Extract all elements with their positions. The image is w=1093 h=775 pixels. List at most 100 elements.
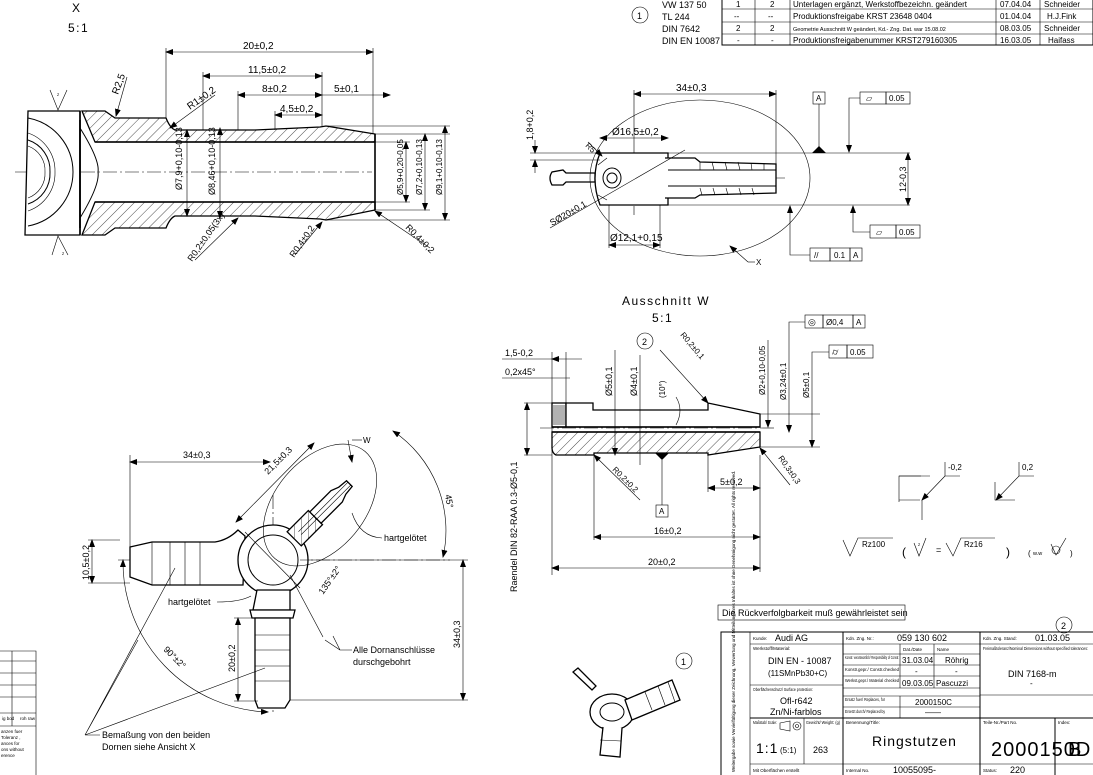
- dim-r0-2-b: R0,2±0,2: [611, 465, 641, 495]
- dim-r0-3: R0,3±0,3: [776, 454, 802, 486]
- dim-dia-16-5: Ø16,5±0,2: [612, 127, 659, 138]
- tolerance-minus: -0,2: [948, 463, 962, 472]
- detail-w-marker: W: [363, 436, 371, 445]
- general-tolerance: DIN 7168-m: [1008, 669, 1057, 679]
- datum-a-label: A: [816, 94, 822, 103]
- svg-text:-: -: [915, 667, 918, 676]
- parallelism-callout: // 0.1 A: [787, 205, 863, 262]
- surface-symbols: -0,2 0,2 Rz100 ( z = Rz16 ) ( w.w ): [842, 462, 1073, 559]
- svg-text:-: -: [1030, 679, 1033, 688]
- dim-1-5: 1,5-0,2: [505, 348, 533, 358]
- svg-text:H.J.Fink: H.J.Fink: [1047, 12, 1077, 21]
- svg-text:16.03.05: 16.03.05: [1000, 36, 1032, 45]
- svg-text:0.05: 0.05: [850, 348, 866, 357]
- dim-angle-45: 45°: [443, 494, 455, 510]
- dim-8: 8±0,2: [262, 84, 287, 95]
- svg-text:1: 1: [736, 0, 741, 9]
- detail-w-scale: 5:1: [652, 311, 673, 325]
- svg-text:Konstr. verantwortlich/ Respon: Konstr. verantwortlich/ Responsibility o…: [845, 655, 899, 660]
- top-view: 34±0,3 21,5±0,3 45° 10,5±0,2 135°±2° 90°…: [81, 430, 468, 752]
- dim-dia-8-46: Ø8,46+0,10-0,13: [207, 127, 217, 195]
- detail-w-title: Ausschnitt W: [622, 294, 710, 308]
- roughness-rz16: Rz16: [964, 540, 983, 549]
- dim-dia-5: Ø5±0,1: [604, 367, 614, 396]
- dim-20-top: 20±0,2: [227, 645, 237, 672]
- dim-4-5: 4,5±0,2: [280, 104, 314, 115]
- parallel-datum: A: [853, 251, 859, 260]
- material-grade: (11SMnPb30+C): [768, 669, 828, 678]
- side-view: X 34±0,3 Ø16,5±0,2 Ø12,1+0,15 SØ20±0,1 R…: [525, 83, 921, 267]
- svg-text:31.03.04: 31.03.04: [902, 656, 934, 665]
- note-dimension-1: Bemaßung von den beiden: [102, 730, 210, 740]
- view-x-scale: 5:1: [68, 21, 89, 35]
- svg-text:Index:: Index:: [1058, 720, 1070, 725]
- dim-dia-4: Ø4±0,1: [629, 367, 639, 396]
- surface-ww: w.w: [1032, 551, 1042, 557]
- view-x-title: X: [72, 1, 82, 15]
- dim-dia-5-9: Ø5,9+0,20-0,05: [396, 139, 405, 195]
- flatness-icon: ⏥: [876, 228, 883, 237]
- note-drilled-2: durschgebohrt: [353, 657, 411, 667]
- detail-x-label: X: [756, 258, 762, 267]
- svg-text:01.04.04: 01.04.04: [1000, 12, 1032, 21]
- svg-text:Kunde:: Kunde:: [753, 636, 767, 641]
- dim-34-top: 34±0,3: [183, 450, 210, 460]
- dim-angle-10: (10°): [658, 380, 667, 398]
- svg-text:Kdn. Zng. Stand:: Kdn. Zng. Stand:: [983, 636, 1017, 641]
- detail-w: Ausschnitt W 5:1 2 A ◎ Ø0,4 A ⌭ 0.05: [502, 294, 874, 592]
- cylindricity-icon: ⌭: [832, 347, 839, 357]
- parallel-icon: //: [814, 251, 819, 260]
- dim-20-w: 20±0,2: [648, 557, 675, 567]
- svg-text:07.04.04: 07.04.04: [1000, 0, 1032, 9]
- svg-text:Teile-Nr./Part No.: Teile-Nr./Part No.: [983, 720, 1017, 725]
- dim-5: 5±0,2: [720, 477, 742, 487]
- scale: 1:1: [756, 740, 778, 756]
- tolerance-plus: 0,2: [1022, 463, 1034, 472]
- parallel-value: 0.1: [834, 251, 846, 260]
- dim-r2-5: R2,5: [110, 72, 128, 96]
- svg-text:ances for: ances for: [1, 741, 20, 746]
- svg-text:08.03.05: 08.03.05: [1000, 24, 1032, 33]
- svg-text:Ersetzt durch/ Replaced by: Ersetzt durch/ Replaced by: [845, 709, 886, 714]
- isometric-view: [572, 667, 681, 758]
- standard: DIN EN 10087: [662, 36, 720, 46]
- datum-a-label: A: [659, 507, 665, 516]
- svg-text:Produktionsfreigabenummer KRST: Produktionsfreigabenummer KRST279160305: [793, 36, 958, 45]
- svg-text:Dat./Date: Dat./Date: [903, 647, 923, 652]
- svg-text:erence: erence: [1, 753, 15, 758]
- note-brazed-2: hartgelötet: [168, 597, 211, 607]
- dim-20: 20±0,2: [243, 41, 274, 52]
- svg-text:Internal No.: Internal No.: [846, 768, 869, 773]
- roughness-rz100: Rz100: [862, 540, 886, 549]
- standard: DIN 7642: [662, 24, 700, 34]
- svg-text:Werkstoff/Material:: Werkstoff/Material:: [753, 646, 790, 651]
- svg-text:A: A: [856, 318, 862, 327]
- svg-text:Ø0,4: Ø0,4: [826, 318, 844, 327]
- dim-1-8: 1,8+0,2: [525, 110, 535, 140]
- svg-text:=: =: [936, 545, 941, 555]
- svg-text:--: --: [768, 12, 774, 21]
- standard: VW 137 50: [662, 0, 707, 10]
- surface-protection: Ofl-r642: [780, 696, 813, 706]
- material: DIN EN - 10087: [768, 656, 832, 666]
- svg-text:Kdn. Zng. Nr.:: Kdn. Zng. Nr.:: [846, 636, 874, 641]
- revision-row: ---- Produktionsfreigabe KRST 23648 0404…: [734, 12, 1077, 21]
- dim-dia-3-24: Ø3,24±0,1: [779, 362, 788, 400]
- standards-list: VW 137 50 TL 244 DIN 7642 DIN EN 10087 1: [631, 0, 720, 46]
- flatness-callout-top: ⏥ 0.05: [846, 91, 911, 153]
- dim-11-5: 11,5±0,2: [248, 65, 287, 76]
- revision-index: B: [1068, 739, 1082, 761]
- revision-marker-2: 2: [1061, 621, 1066, 631]
- svg-text:Werkst.gepr./ Material checked: Werkst.gepr./ Material checked: [845, 678, 899, 683]
- knurl-note: Raendel DIN 82-RAA 0.3-Ø5-0,1: [509, 461, 519, 592]
- svg-text:Produktionsfreigabe KRST 23648: Produktionsfreigabe KRST 23648 0404: [793, 12, 933, 21]
- svg-text:Schneider: Schneider: [1044, 24, 1080, 33]
- dim-dia-2: Ø2+0,10-0,05: [758, 345, 767, 395]
- dim-sdia-20: SØ20±0,1: [548, 199, 588, 228]
- svg-text:Haifass: Haifass: [1048, 36, 1075, 45]
- svg-text:ig bod: ig bod: [2, 716, 15, 721]
- flatness-callout-bottom: ⏥ 0.05: [850, 205, 921, 239]
